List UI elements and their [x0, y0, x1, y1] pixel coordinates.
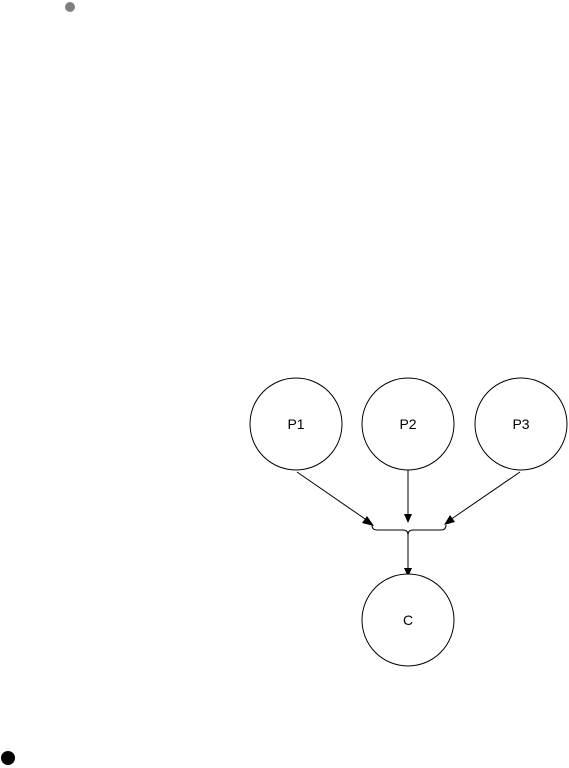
- arrowhead-p3: [444, 515, 455, 525]
- gray-bullet-dot: [65, 2, 75, 12]
- node-p2: P2: [362, 378, 454, 470]
- node-p3: P3: [475, 378, 567, 470]
- join-bracket: [372, 525, 446, 535]
- node-p3-label: P3: [512, 416, 529, 432]
- node-c-label: C: [403, 612, 413, 628]
- arrowhead-p2: [404, 514, 412, 523]
- edge-p1-to-join: [297, 472, 368, 521]
- node-c: C: [362, 574, 454, 666]
- node-p2-label: P2: [399, 416, 416, 432]
- node-p1: P1: [250, 378, 342, 470]
- edge-p3-to-join: [450, 472, 520, 520]
- black-bullet-dot: [1, 751, 15, 765]
- node-p1-label: P1: [287, 416, 304, 432]
